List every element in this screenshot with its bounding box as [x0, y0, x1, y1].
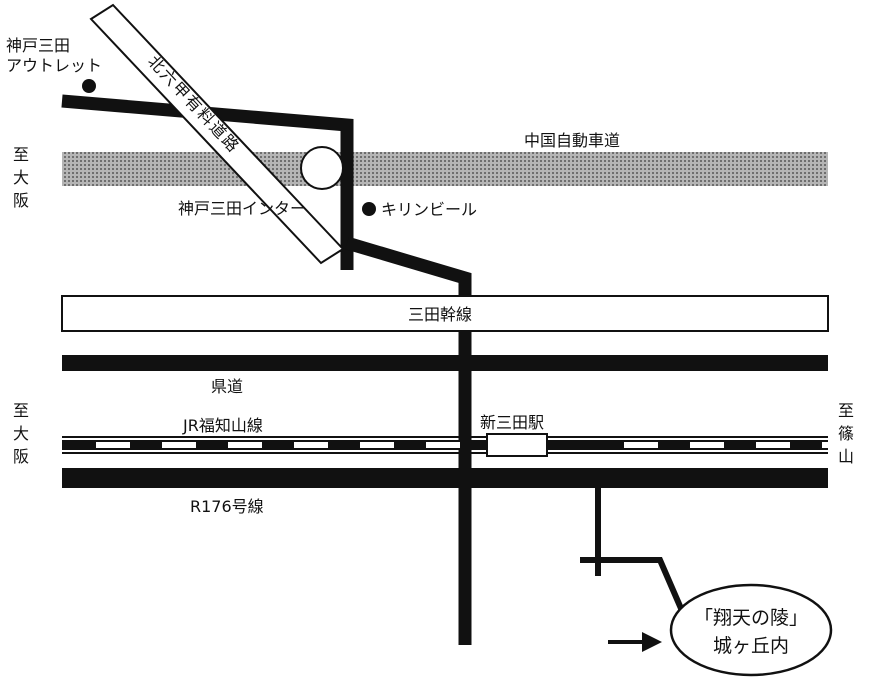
outlet-label-line2: アウトレット [6, 56, 102, 75]
to-osaka-bottom-1: 至 [13, 401, 29, 420]
destination-name: 「翔天の陵」 [694, 607, 808, 629]
rail-dash [426, 442, 460, 448]
rail-dash [360, 442, 394, 448]
jr-line-dashes [96, 442, 856, 448]
rail-dash [624, 442, 658, 448]
kirin-beer-marker [362, 202, 376, 216]
kirin-beer-label: キリンビール [381, 200, 477, 219]
jr-line-bottom-rail [62, 452, 828, 454]
local-road-to-destination [595, 488, 689, 622]
interchange-circle [300, 146, 344, 190]
to-osaka-bottom-2: 大 [13, 424, 29, 443]
shin-sanda-station-label: 新三田駅 [480, 413, 544, 432]
road-outlet-to-interchange [61, 94, 354, 270]
destination-ellipse [669, 583, 833, 677]
arrow-right-icon [608, 632, 662, 652]
outlet-marker [82, 79, 96, 93]
road-to-site [345, 236, 472, 645]
jr-line-label: JR福知山線 [182, 416, 263, 435]
kendo-label: 県道 [211, 377, 243, 396]
to-sasayama-1: 至 [838, 401, 854, 420]
to-osaka-top-3: 阪 [13, 191, 29, 210]
to-osaka-top-2: 大 [13, 168, 29, 187]
rail-dash [294, 442, 328, 448]
rail-dash [822, 442, 856, 448]
chugoku-expressway [62, 152, 828, 186]
kita-rokko-toll-road [89, 3, 345, 265]
sanda-kansen-label: 三田幹線 [408, 305, 472, 324]
rail-dash [756, 442, 790, 448]
rail-dash [228, 442, 262, 448]
to-osaka-top-1: 至 [13, 145, 29, 164]
destination-area: 城ヶ丘内 [713, 635, 789, 657]
to-osaka-bottom-3: 阪 [13, 447, 29, 466]
route-176-road [62, 468, 828, 488]
chugoku-expressway-label: 中国自動車道 [524, 131, 620, 150]
kobe-sanda-ic-label: 神戸三田インター [178, 199, 306, 218]
shin-sanda-station-box [486, 433, 548, 457]
jr-line-top-rail [62, 436, 828, 438]
prefectural-road [62, 355, 828, 371]
to-sasayama-2: 篠 [838, 424, 854, 443]
rail-dash [162, 442, 196, 448]
to-sasayama-3: 山 [838, 447, 854, 466]
outlet-label-line1: 神戸三田 [6, 36, 70, 55]
rail-dash [690, 442, 724, 448]
sanda-kansen-road [61, 295, 829, 332]
route-176-label: R176号線 [190, 497, 264, 516]
rail-dash [96, 442, 130, 448]
